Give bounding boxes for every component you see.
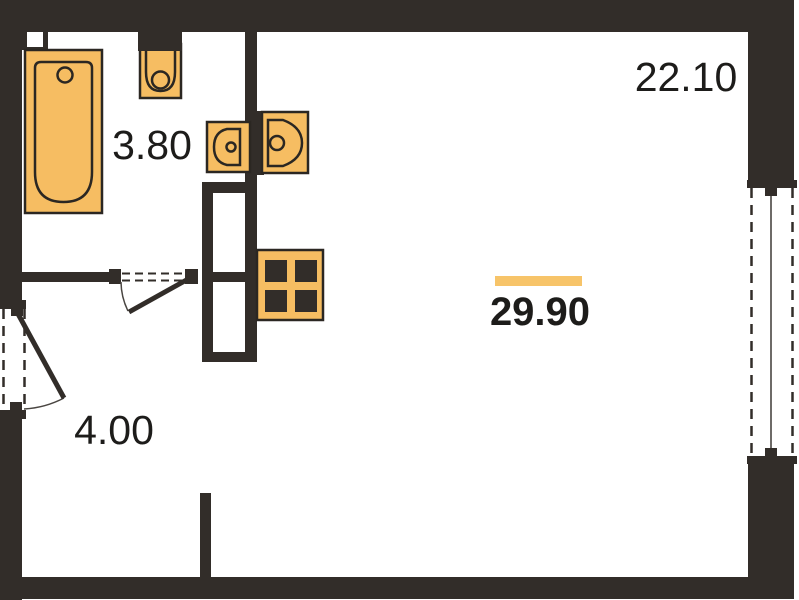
bathroom-sink-icon — [205, 120, 252, 174]
toilet-seat — [144, 51, 177, 93]
kitchen-sink-basin — [266, 118, 304, 168]
window-sill-top — [747, 180, 797, 188]
right-wall-upper — [748, 32, 794, 180]
left-wall-upper — [0, 0, 22, 300]
entry-sill-bottom — [0, 410, 26, 419]
window-frame-block-bottom — [765, 448, 777, 456]
window-icon — [750, 188, 794, 456]
top-wall — [0, 0, 794, 32]
bottom-wall — [0, 577, 794, 599]
bathroom-door-swing-icon — [120, 272, 192, 315]
entry-door-swing-icon — [2, 307, 67, 410]
hallway-area-label: 4.00 — [74, 407, 154, 453]
entry-door-hinge-block-bottom — [10, 402, 22, 410]
bathroom-sink-basin — [212, 127, 242, 167]
bathtub-rim — [23, 48, 104, 215]
duct-shaft-hollow-lower — [213, 282, 245, 352]
entry-door-swing-arc — [23, 397, 65, 410]
bathtub-basin — [33, 60, 94, 204]
partition-stub — [200, 493, 211, 577]
kitchen-sink-drain — [268, 134, 286, 152]
toilet-drain — [150, 70, 171, 90]
sink-backsplash — [256, 111, 264, 175]
stove-burner — [265, 260, 287, 282]
left-wall-lower — [0, 419, 22, 600]
entry-door-hinge-block-top — [11, 307, 23, 316]
door-jamb-left — [109, 269, 121, 284]
duct-shaft-hollow-upper — [213, 193, 245, 272]
corner-pier-hollow — [27, 32, 43, 47]
right-wall-lower — [748, 464, 794, 599]
entry-door-leaf — [14, 310, 67, 400]
window-frame-block-top — [765, 188, 777, 196]
toilet-icon — [138, 28, 183, 100]
duct-shaft-icon — [202, 182, 245, 362]
window-sill-bottom — [747, 456, 797, 464]
bathroom-door-leaf — [127, 275, 192, 315]
bathtub-icon — [23, 48, 104, 215]
area-labels: 3.80 22.10 29.90 4.00 — [74, 54, 737, 453]
entry-sill-top — [0, 300, 26, 309]
bathroom-area-label: 3.80 — [112, 122, 192, 168]
kitchen-sink-icon — [260, 110, 310, 175]
bathroom-sink-drain — [225, 141, 237, 153]
toilet-tank — [138, 28, 182, 51]
bathroom-wall-horizontal — [22, 272, 110, 282]
bathroom-door-swing-arc — [120, 281, 129, 312]
bathtub-drain — [56, 66, 74, 84]
living-room-area-label: 22.10 — [635, 54, 738, 100]
stove-burner — [265, 290, 287, 312]
bathroom-wall-vertical — [245, 32, 257, 362]
stove-icon — [255, 248, 325, 322]
total-area-label: 29.90 — [490, 290, 590, 334]
total-area-highlight-bar — [495, 276, 582, 286]
stove-burner — [295, 260, 317, 282]
stove-burner — [295, 290, 317, 312]
